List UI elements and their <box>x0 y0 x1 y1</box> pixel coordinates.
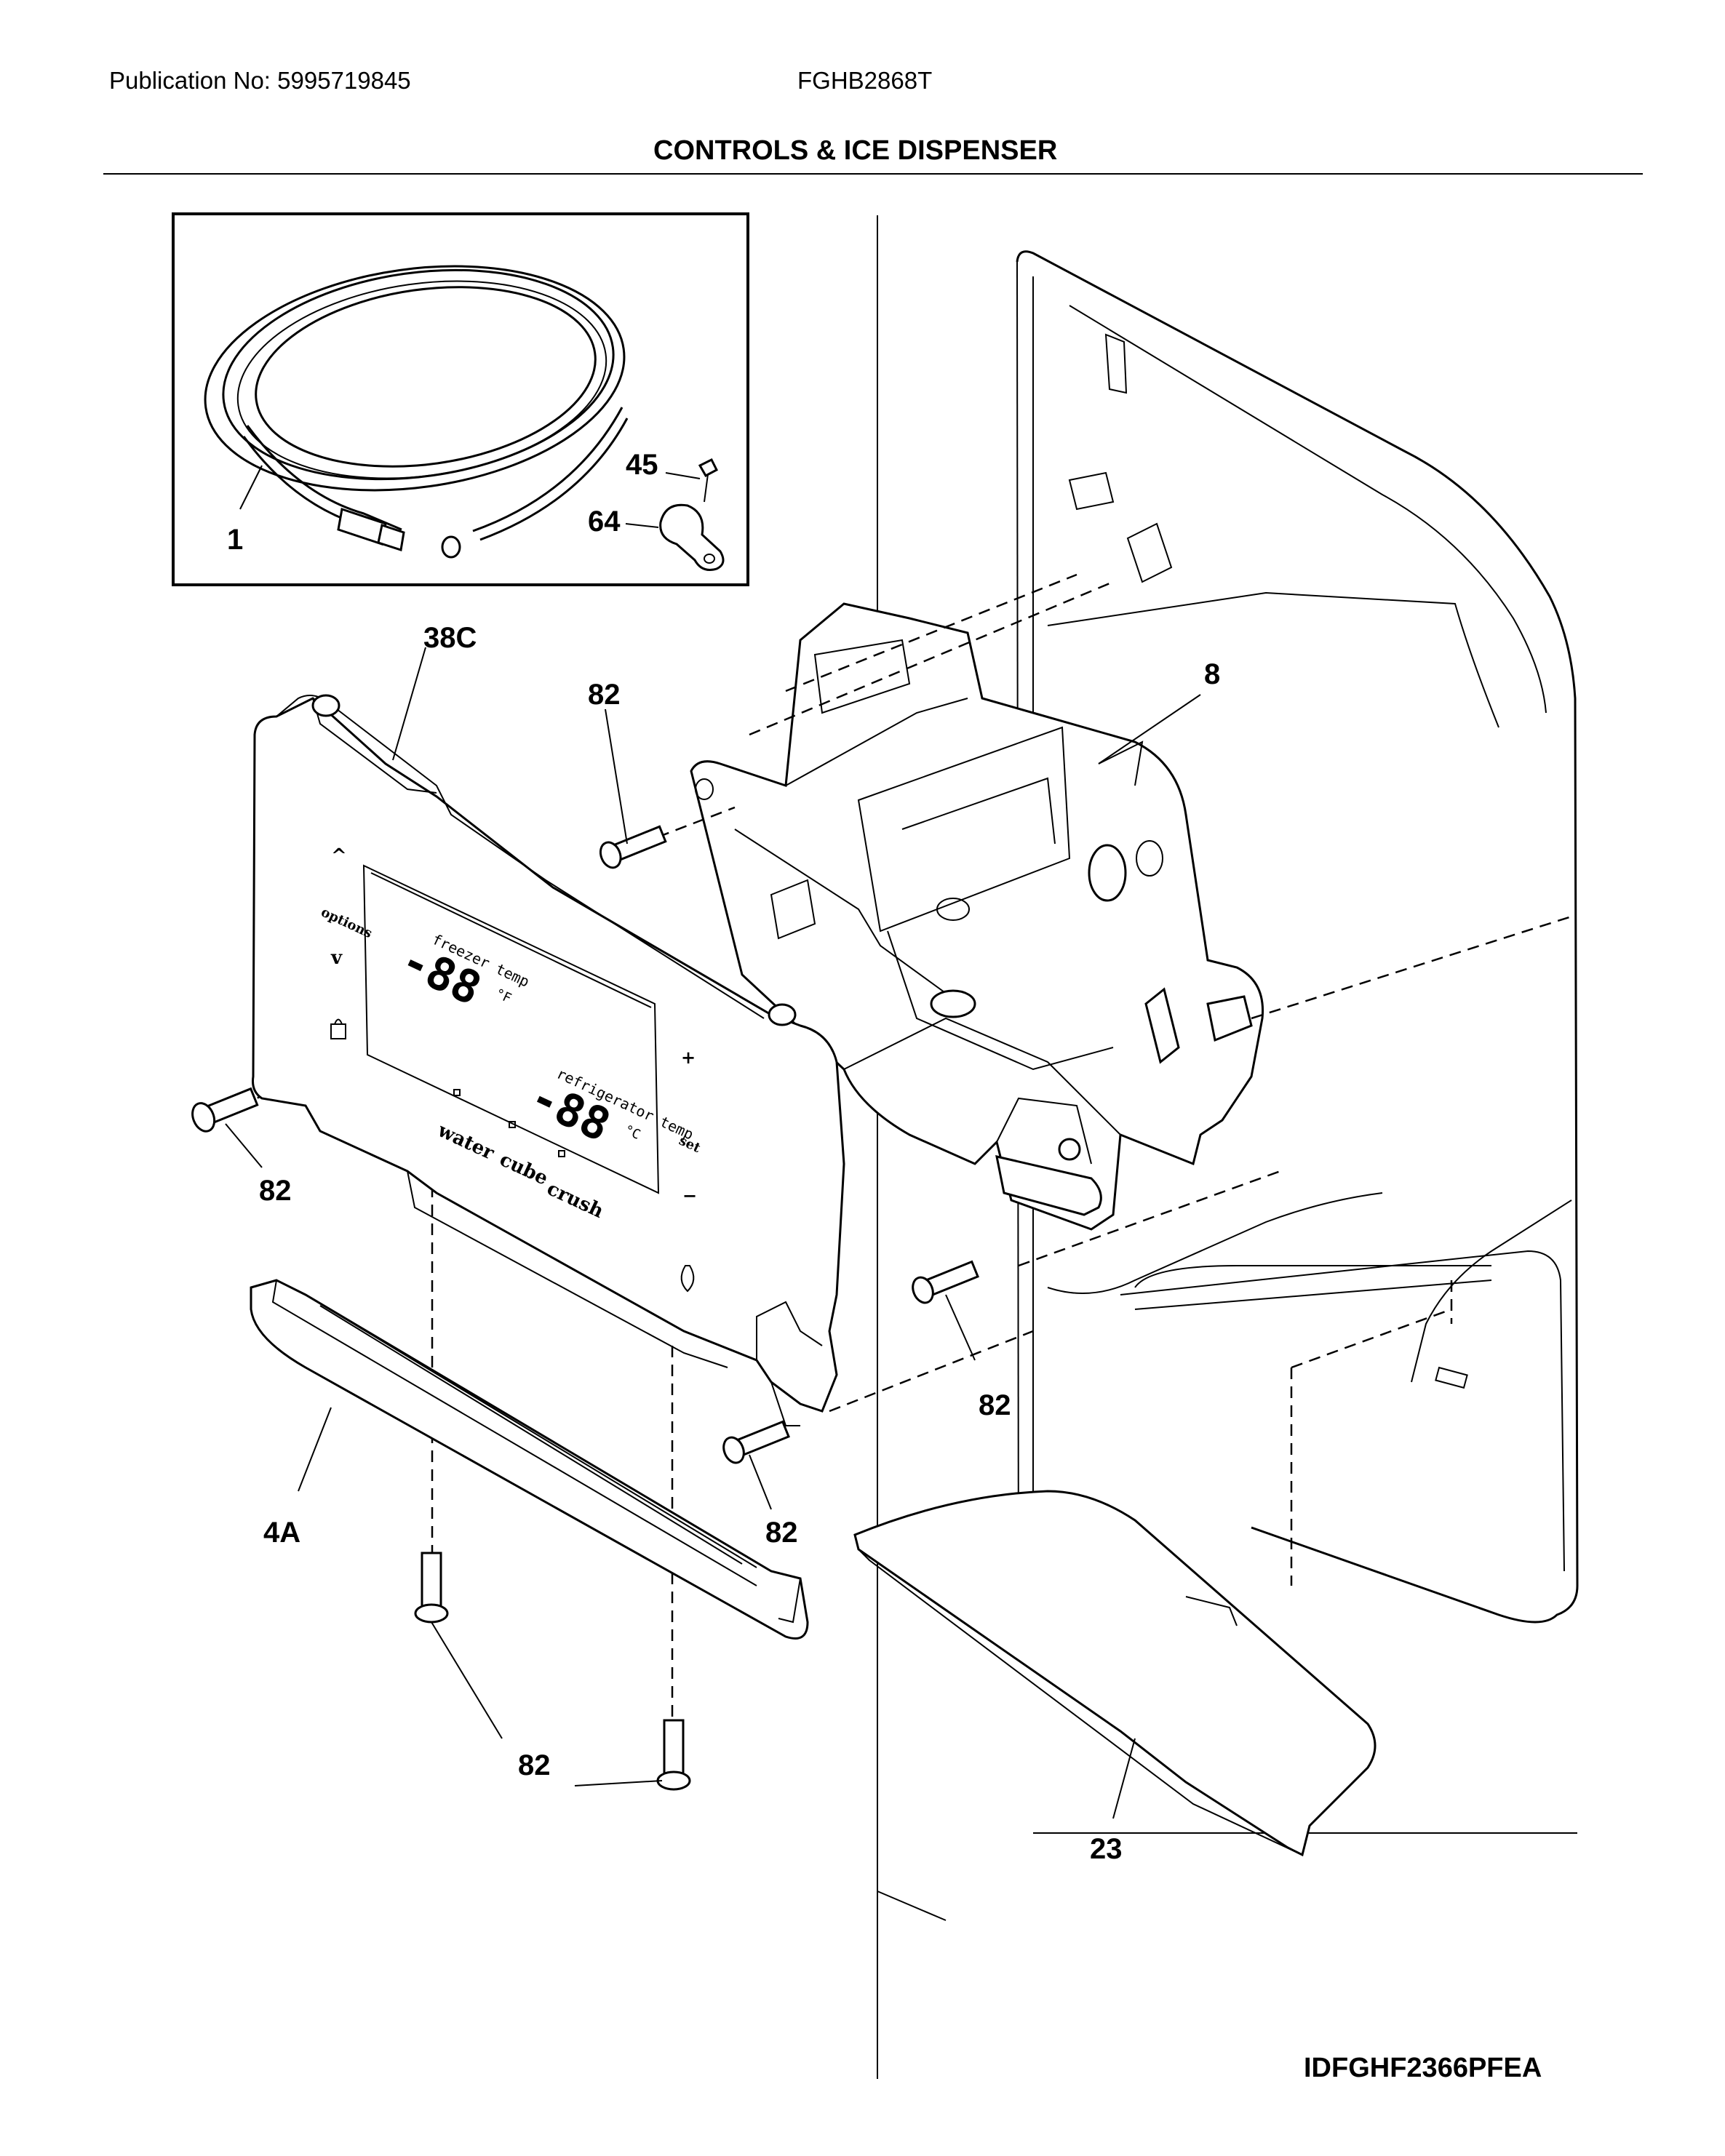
callout-4a: 4A <box>263 1517 300 1549</box>
screw-82-b <box>599 825 667 869</box>
callout-82-bottom: 82 <box>518 1749 551 1781</box>
light-icon <box>680 1265 695 1293</box>
bottom-trim <box>250 1279 809 1640</box>
publication-number: Publication No: 5995719845 <box>109 67 411 94</box>
control-panel <box>252 694 845 1426</box>
callout-38c: 38C <box>423 622 477 654</box>
model-number: FGHB2868T <box>797 67 933 94</box>
page-title: CONTROLS & ICE DISPENSER <box>653 135 1058 166</box>
callout-64: 64 <box>588 506 621 538</box>
callout-82-right: 82 <box>979 1389 1011 1421</box>
dispenser-housing <box>690 602 1264 1231</box>
up-arrow-icon: ^ <box>331 845 347 867</box>
callout-45: 45 <box>626 449 658 481</box>
freezer-door-liner <box>877 250 1579 1921</box>
header-divider <box>103 173 1643 175</box>
water-tubing-coil <box>204 265 629 559</box>
callout-82-top: 82 <box>588 679 621 711</box>
callout-labels: 1 45 64 38C 8 82 82 82 82 82 4A 23 <box>227 449 1220 1865</box>
screw-82-a <box>191 1087 259 1133</box>
lock-icon <box>330 1018 346 1039</box>
tubing-inset-box <box>172 212 749 586</box>
callout-1: 1 <box>227 524 243 556</box>
callout-23: 23 <box>1090 1833 1123 1865</box>
plus-button-label: + <box>681 1047 696 1068</box>
callout-82-left: 82 <box>259 1175 292 1207</box>
screw-82-f <box>656 1719 691 1791</box>
leader-lines <box>225 647 1201 1819</box>
screw-82-c <box>912 1260 979 1304</box>
callout-82-mid: 82 <box>765 1517 798 1549</box>
diagram-id: IDFGHF2366PFEA <box>1304 2053 1542 2083</box>
down-arrow-icon: v <box>330 947 343 969</box>
drip-tray <box>853 1490 1377 1857</box>
tube-clamp <box>659 503 725 571</box>
callout-8: 8 <box>1204 658 1220 690</box>
screw-82-d <box>722 1420 790 1464</box>
screw-82-e <box>414 1552 449 1624</box>
clamp-screw <box>698 458 718 503</box>
minus-button-label: − <box>682 1185 697 1206</box>
